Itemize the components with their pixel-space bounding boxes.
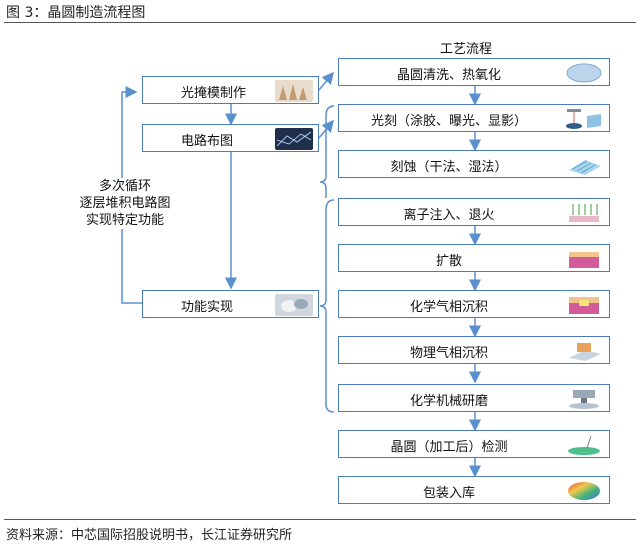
bracket-lower	[319, 199, 335, 413]
source-note: 资料来源：中芯国际招股说明书，长江证券研究所	[6, 528, 293, 543]
diffusion-layer-icon	[569, 252, 599, 268]
step-pvd: 物理气相沉积	[338, 336, 610, 364]
arrow-mask-to-cleaning	[318, 71, 334, 91]
step-ion-implant: 离子注入、退火	[338, 198, 610, 226]
step-cvd-label: 化学气相沉积	[409, 300, 488, 315]
step-cleaning-oxidation-label: 晶圆清洗、热氧化	[396, 68, 501, 83]
cycle-label-line-2: 逐层堆积电路图	[79, 196, 171, 211]
step-diffusion-label: 扩散	[435, 254, 462, 269]
wafer-disc-icon	[566, 63, 602, 83]
step-photomask-label: 光掩模制作	[181, 86, 247, 101]
step-cvd: 化学气相沉积	[338, 290, 610, 318]
ion-implant-icon	[569, 204, 599, 222]
cycle-label: 多次循环 逐层堆积电路图 实现特定功能	[70, 178, 180, 229]
step-circuit-layout-label: 电路布图	[181, 134, 234, 149]
cycle-label-line-3: 实现特定功能	[85, 213, 164, 228]
step-cleaning-oxidation: 晶圆清洗、热氧化	[338, 58, 610, 86]
bracket-upper	[319, 105, 335, 198]
etch-pattern-icon	[569, 160, 601, 175]
pvd-chamber-icon	[569, 343, 601, 361]
circuit-layout-icon	[275, 128, 313, 150]
finished-wafer-icon	[568, 482, 600, 500]
cmp-machine-icon	[569, 390, 599, 409]
lithography-icon	[566, 109, 601, 129]
bottom-rule	[4, 519, 636, 520]
step-lithography: 光刻（涂胶、曝光、显影）	[338, 104, 610, 132]
figure-title: 图 3：晶圆制造流程图	[6, 5, 146, 21]
step-etch: 刻蚀（干法、湿法）	[338, 150, 610, 178]
step-cmp-label: 化学机械研磨	[409, 394, 488, 409]
top-rule	[4, 22, 636, 23]
cycle-label-line-1: 多次循环	[98, 179, 151, 194]
step-diffusion: 扩散	[338, 244, 610, 272]
step-photomask: 光掩模制作	[142, 76, 319, 104]
step-circuit-layout: 电路布图	[142, 124, 319, 152]
step-cmp: 化学机械研磨	[338, 384, 610, 412]
step-etch-label: 刻蚀（干法、湿法）	[390, 160, 508, 175]
cvd-layer-icon	[569, 297, 599, 314]
step-lithography-label: 光刻（涂胶、曝光、显影）	[370, 114, 527, 129]
process-title: 工艺流程	[440, 42, 493, 57]
wafer-inspection-icon	[568, 435, 600, 455]
step-pvd-label: 物理气相沉积	[409, 346, 488, 361]
step-function-label: 功能实现	[181, 300, 234, 315]
step-inspection: 晶圆（加工后）检测	[338, 430, 610, 458]
step-inspection-label: 晶圆（加工后）检测	[390, 440, 508, 455]
step-packaging-label: 包装入库	[422, 486, 475, 501]
mask-photo-icon	[275, 80, 313, 102]
step-packaging: 包装入库	[338, 476, 610, 504]
function-photo-icon	[275, 294, 313, 316]
step-ion-implant-label: 离子注入、退火	[403, 208, 495, 223]
step-function: 功能实现	[142, 290, 319, 318]
